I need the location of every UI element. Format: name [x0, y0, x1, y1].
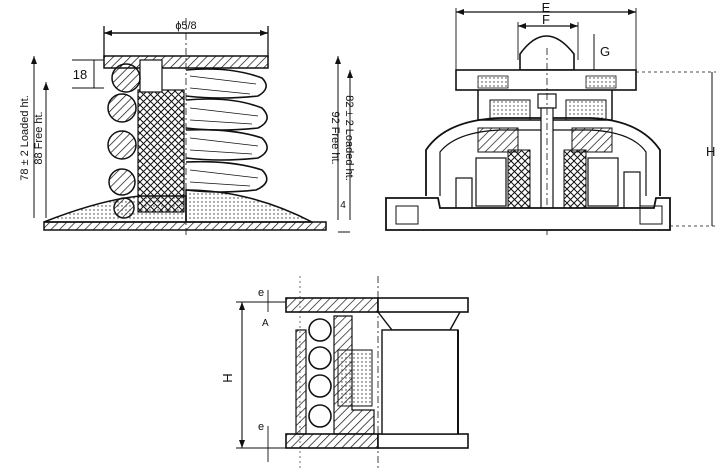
- outer-wall-section: [295, 329, 307, 435]
- top-plate-section: [285, 297, 379, 313]
- left-height-dimensions: [31, 56, 49, 218]
- dim-g-label: G: [600, 44, 610, 59]
- base-right-elevation: [185, 189, 313, 223]
- body-elevation: [381, 329, 459, 435]
- dim-e-bottom-label: e: [258, 421, 264, 433]
- bottom-plate-elevation: [377, 433, 469, 449]
- right-loaded-height-label: 82 ± 2 Loaded ht.: [343, 95, 355, 181]
- spring-mount-drawing: ɸ5/8 18: [19, 18, 355, 236]
- top-stud: [139, 59, 163, 93]
- dim-e-top-label: e: [258, 287, 264, 299]
- spring-coil-sections: [107, 63, 141, 219]
- loaded-height-label: 78 ± 2 Loaded ht.: [19, 95, 31, 181]
- base-casting: [385, 197, 671, 231]
- dim-h-label: H: [706, 144, 715, 159]
- top-dimension-label: ɸ5/8: [175, 20, 196, 32]
- height-18-label: 18: [73, 67, 87, 82]
- dim-a-label: A: [262, 318, 269, 329]
- rubber-core: [137, 89, 185, 213]
- mount-section-drawing: E F G: [385, 0, 716, 236]
- dim-h-bottom-label: H: [220, 373, 235, 382]
- base-left-section: [43, 195, 187, 223]
- right-height-dimensions: [335, 56, 353, 233]
- dim-e-label: E: [542, 0, 551, 15]
- rubber-insert: [337, 349, 373, 407]
- free-height-label: 88 Free ht.: [33, 111, 45, 164]
- right-small-dim-label: 4: [340, 200, 346, 211]
- spring-coils-elevation: [185, 68, 268, 193]
- right-free-height-label: 92 Free ht.: [329, 111, 341, 164]
- base-plate: [43, 221, 327, 231]
- coil-sections: [308, 318, 332, 428]
- top-plate-elevation: [377, 297, 469, 313]
- dim-f-label: F: [542, 12, 550, 27]
- sandwich-mount-drawing: H e A e: [220, 276, 469, 470]
